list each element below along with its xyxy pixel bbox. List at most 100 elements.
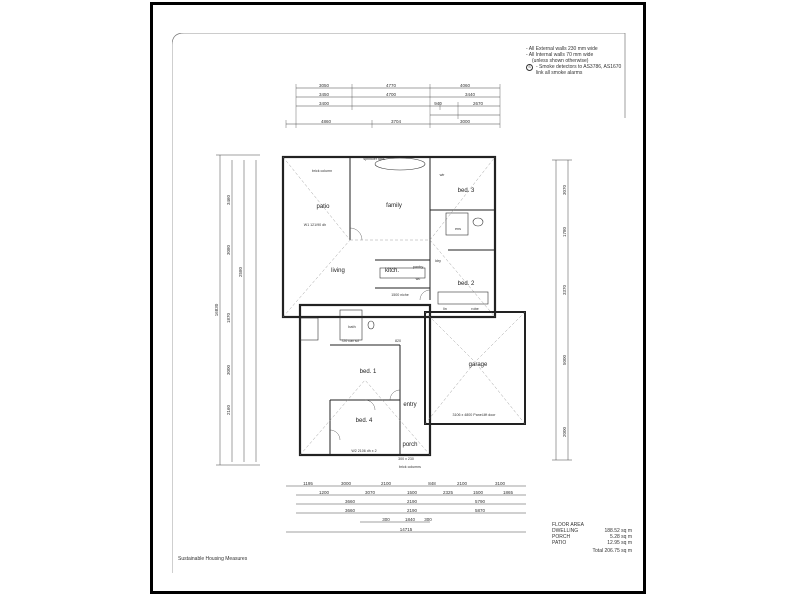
dim-bot-5b: 1840 — [405, 517, 416, 522]
dimension-lines-bottom — [286, 485, 526, 533]
small-room-labels: ldry ens wc wir lin robe pantry bath — [348, 173, 479, 329]
page-frame — [150, 2, 646, 594]
dim-bot-4c: 5870 — [475, 508, 486, 513]
door-swings — [329, 227, 431, 441]
room-patio: patio — [316, 204, 330, 210]
room-ens: ens — [455, 227, 461, 231]
room-lin: lin — [443, 307, 447, 311]
dim-bot-2e: 1500 — [473, 490, 484, 495]
floor-area-total: Total 206.75 sq m — [592, 548, 632, 554]
floor-area-table: FLOOR AREA DWELLING 188.52 sq m PORCH 5.… — [552, 522, 632, 554]
floor-area-value: 5.28 sq m — [610, 534, 632, 540]
dim-top-2a: 3450 — [319, 92, 330, 97]
dim-bot-1e: 2100 — [457, 481, 468, 486]
dim-left-total: 16830 — [214, 303, 219, 316]
dim-bot-1c: 2100 — [381, 481, 392, 486]
dim-top-2c: 3440 — [465, 92, 476, 97]
floor-area-row: DWELLING 188.52 sq m — [552, 528, 632, 534]
fixtures — [299, 157, 489, 341]
dim-bot-1a: 1195 — [303, 481, 313, 486]
label-brick-column-top: brick column — [312, 169, 332, 173]
dim-left-2: 3080 — [226, 244, 231, 255]
label-recess: 1500 niche — [391, 293, 409, 297]
dim-bot-2a: 1200 — [319, 490, 330, 495]
dimension-text-left: 16830 3460 3080 2580 1870 3000 2160 — [214, 194, 243, 415]
room-entry: entry — [403, 402, 416, 408]
label-window-b: W2 2106 dh x 2 — [351, 449, 376, 453]
roof-lines — [282, 156, 526, 456]
dim-bot-2f: 1865 — [503, 490, 514, 495]
label-garage-door: 3106 x 4800 Panel-lift door — [453, 413, 497, 417]
room-ldry: ldry — [435, 259, 441, 263]
room-robe: robe — [471, 307, 479, 311]
room-wc: wc — [416, 277, 421, 281]
room-porch: porch — [402, 442, 417, 448]
dim-left-3: 2580 — [238, 266, 243, 277]
label-brick-columns-bottom: brick columns — [399, 465, 421, 469]
dim-top-2b: 4700 — [386, 92, 397, 97]
room-bed4: bed. 4 — [356, 418, 373, 424]
dimension-lines-left — [216, 154, 260, 466]
dim-left-1: 3460 — [226, 194, 231, 205]
room-bed1: bed. 1 — [360, 369, 377, 375]
floor-area-key: PATIO — [552, 540, 567, 546]
label-opening: 820 — [395, 339, 401, 343]
label-sprinkler: sprinkler tank — [363, 157, 385, 161]
dim-bot-2d: 2325 — [443, 490, 454, 495]
dim-bot-3a: 3660 — [345, 499, 356, 504]
label-window-a: W1 121/90 dh — [304, 223, 326, 227]
dim-bot-2b: 3070 — [365, 490, 376, 495]
dimension-text-bottom: 1195 3000 2100 848 2100 3100 1200 3070 1… — [303, 481, 513, 532]
label-cav-sd: 720 cav sd — [341, 339, 358, 343]
dim-right-3: 3370 — [562, 284, 567, 295]
room-bed3: bed. 3 — [458, 188, 475, 194]
floor-area-row: PATIO 12.95 sq m — [552, 540, 632, 546]
dim-bot-1b: 3000 — [341, 481, 352, 486]
floor-area-key: DWELLING — [552, 528, 579, 534]
dim-bot-3b: 2190 — [407, 499, 418, 504]
room-family: family — [386, 203, 402, 209]
dim-bot-1d: 848 — [428, 481, 436, 486]
floor-area-value: 188.52 sq m — [604, 528, 632, 534]
floor-area-key: PORCH — [552, 534, 571, 540]
dim-left-5: 3000 — [226, 364, 231, 375]
dim-right-5: 2000 — [562, 426, 567, 437]
footer-note: Sustainable Housing Measures — [178, 556, 248, 562]
note-internal-walls-2: (unless shown otherwise) — [532, 58, 589, 64]
dim-bot-3c: 5790 — [475, 499, 486, 504]
dimension-text-right: 3070 1780 3370 5000 2000 — [562, 184, 567, 437]
floor-area-value: 12.95 sq m — [607, 540, 632, 546]
room-wir: wir — [440, 173, 446, 177]
room-pantry: pantry — [413, 265, 424, 269]
dim-bot-5a: 300 — [382, 517, 390, 522]
walls — [281, 155, 526, 457]
dim-bot-4a: 3660 — [345, 508, 356, 513]
dim-left-4: 1870 — [226, 312, 231, 323]
general-notes: - All External walls 230 mm wide - All I… — [526, 46, 621, 76]
room-bath: bath — [348, 325, 355, 329]
dimension-lines-top — [285, 84, 501, 128]
floor-area-title: FLOOR AREA — [552, 522, 584, 528]
note-smoke-2: link all smoke alarms — [536, 70, 583, 76]
annotations: sprinkler tank brick column brick column… — [304, 157, 496, 469]
note-internal-walls: - All Internal walls 70 mm wide — [526, 52, 594, 58]
room-garage: garage — [469, 362, 488, 368]
dim-bot-4b: 2190 — [407, 508, 418, 513]
dim-top-1b: 4770 — [386, 83, 397, 88]
floor-area-row: PORCH 5.28 sq m — [552, 534, 632, 540]
note-smoke: S - Smoke detectors to AS3786, AS1670 li… — [526, 64, 621, 76]
note-smoke-1: - Smoke detectors to AS3786, AS1670 — [536, 64, 622, 70]
dim-top-3b: 940 — [434, 101, 442, 106]
room-living: living — [331, 268, 345, 274]
dim-bot-1f: 3100 — [495, 481, 506, 486]
room-bed2: bed. 2 — [458, 281, 475, 287]
dim-top-4a: 4860 — [321, 119, 332, 124]
dim-top-3a: 3400 — [319, 101, 330, 106]
dim-right-1: 3070 — [562, 184, 567, 195]
dim-top-3c: 2670 — [473, 101, 484, 106]
label-porch-column: 300 x 230 — [398, 457, 414, 461]
dim-right-4: 5000 — [562, 354, 567, 365]
dim-right-2: 1780 — [562, 226, 567, 237]
room-kitch: kitch. — [385, 268, 399, 274]
